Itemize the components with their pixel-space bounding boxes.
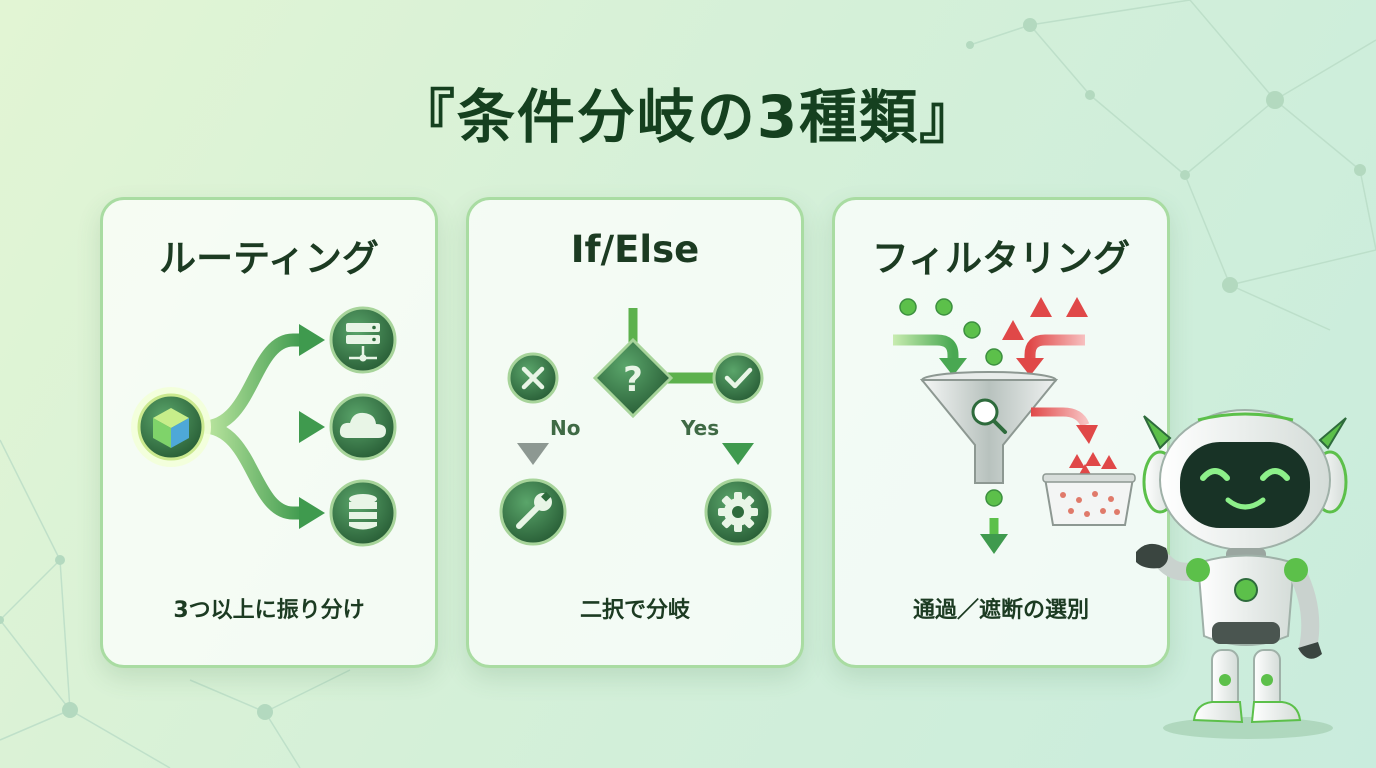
card-filter: フィルタリング: [832, 197, 1170, 668]
routing-illustration: [131, 306, 397, 547]
ifelse-illustration: ? No Yes: [499, 308, 772, 546]
svg-text:?: ?: [623, 360, 643, 400]
filter-illustration: [893, 297, 1136, 554]
x-icon: [507, 352, 559, 404]
card-caption-routing: 3つ以上に振り分け: [173, 598, 365, 623]
card-caption-ifelse: 二択で分岐: [579, 598, 690, 623]
card-caption-filter: 通過／遮断の選別: [912, 598, 1089, 623]
wrench-icon: [499, 478, 567, 546]
server-icon: [329, 306, 397, 374]
robot-mascot: [1136, 409, 1348, 739]
magnifier-icon: [971, 398, 1007, 434]
gear-icon: [704, 478, 772, 546]
page-title: 『条件分岐の3種類』: [396, 83, 980, 151]
basket-icon: [1042, 452, 1136, 526]
card-ifelse: If/Else ? No Yes: [466, 197, 804, 668]
no-label: No: [550, 416, 580, 440]
cloud-icon: [329, 393, 397, 461]
card-title-ifelse: If/Else: [570, 228, 700, 271]
card-title-routing: ルーティング: [159, 237, 379, 280]
card-routing: ルーティング: [100, 197, 438, 668]
database-icon: [329, 479, 397, 547]
funnel-icon: [919, 371, 1059, 484]
card-title-filter: フィルタリング: [871, 237, 1131, 280]
yes-label: Yes: [680, 416, 719, 440]
question-diamond-icon: ?: [592, 337, 674, 419]
cube-icon: [131, 387, 211, 467]
check-icon: [712, 352, 764, 404]
